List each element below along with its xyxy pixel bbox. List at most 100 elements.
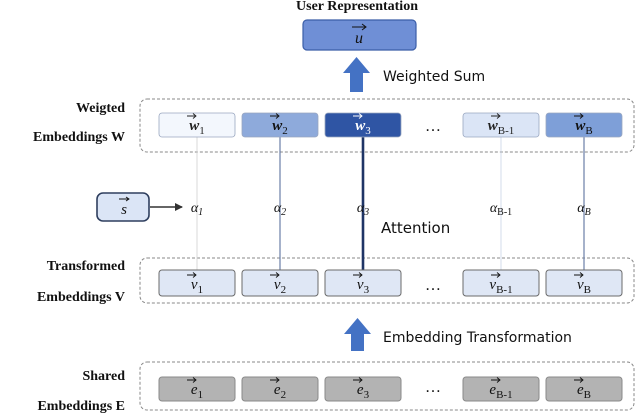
weighted-label-line2: Embeddings W: [33, 130, 125, 145]
v-box-3-label-arrow-accent: [353, 272, 363, 278]
e-box-3-label: e3: [357, 382, 370, 401]
weighted-label-line1: Weigted: [76, 101, 125, 116]
weighted-sum-arrow: [343, 57, 370, 92]
alpha-2-letter: α: [274, 201, 282, 216]
shared-embeddings-container: [139, 361, 635, 411]
attention-connectors: [196, 137, 585, 294]
attention-label: Attention: [381, 219, 450, 237]
e-box-4-label-subscript: B-1: [496, 389, 513, 401]
w-box-2: w2: [241, 112, 319, 138]
e-box-2: e2: [241, 376, 319, 402]
w-box-3: w3: [324, 112, 402, 138]
v-box-5-label-subscript: B: [584, 284, 591, 296]
e-box-4-label: eB-1: [489, 382, 512, 401]
alpha-2-subscript: 2: [281, 207, 286, 218]
transformed-embeddings-container: [139, 257, 635, 304]
w-box-2-label: w2: [272, 118, 288, 137]
w-box-1-label-subscript: 1: [199, 125, 205, 137]
e-box-3-label-subscript: 3: [364, 389, 370, 401]
v-box-4-rect: [462, 269, 540, 297]
w-box-3-rect: [324, 112, 402, 138]
w-box-4-label-subscript: B-1: [498, 125, 515, 137]
v-box-5: vB: [545, 269, 623, 297]
alpha-5: αB: [577, 201, 590, 218]
s-vector-box: [96, 192, 150, 222]
w-box-3-label-subscript: 3: [365, 125, 371, 137]
s-vector-node: s: [96, 192, 150, 222]
w-box-5-rect: [545, 112, 623, 138]
e-box-3-label-letter: e: [357, 382, 364, 398]
alpha-3-subscript: 3: [363, 207, 369, 218]
alpha-1-letter: α: [191, 201, 199, 216]
alpha-1-subscript: 1: [198, 207, 203, 218]
v-box-3-label: v3: [357, 277, 370, 296]
v-box-4: vB-1: [462, 269, 540, 297]
v-box-1-label: v1: [191, 277, 203, 296]
v-row-ellipsis: …: [425, 277, 441, 294]
v-box-2-label: v2: [274, 277, 286, 296]
e-box-2-label-letter: e: [274, 382, 281, 398]
embedding-transformation-arrow: [344, 318, 371, 351]
transformed-label-line1: Transformed: [47, 259, 125, 274]
alpha-5-letter: α: [577, 201, 585, 216]
w-box-5-label-arrow-accent: [574, 113, 584, 119]
v-box-1-label-arrow-accent: [187, 272, 197, 278]
embedding-transformation-label: Embedding Transformation: [383, 330, 572, 346]
w-box-1: w1: [158, 112, 236, 138]
v-box-3: v3: [324, 269, 402, 297]
w-box-1-rect: [158, 112, 236, 138]
alpha-3: α3: [357, 201, 369, 218]
e-box-1-label-letter: e: [191, 382, 198, 398]
v-box-2-label-letter: v: [274, 277, 281, 293]
user-representation-node: u: [302, 19, 417, 51]
alpha-4-subscript: B-1: [497, 207, 512, 218]
w-box-1-label: w1: [189, 118, 205, 137]
v-box-3-rect: [324, 269, 402, 297]
e-box-3: e3: [324, 376, 402, 402]
v-box-1: v1: [158, 269, 236, 297]
e-box-4-label-letter: e: [489, 382, 496, 398]
v-box-2-rect: [241, 269, 319, 297]
vector-arrow-accent: [352, 23, 367, 31]
e-box-3-rect: [324, 376, 402, 402]
e-box-2-rect: [241, 376, 319, 402]
e-box-4-label-arrow-accent: [491, 377, 501, 383]
user-representation-box: [302, 19, 417, 51]
e-box-5-label: eB: [577, 382, 591, 401]
w-box-3-label-letter: w: [355, 118, 366, 134]
v-box-5-label: vB: [577, 277, 591, 296]
v-box-3-label-letter: v: [357, 277, 364, 293]
w-box-4-label-arrow-accent: [491, 113, 501, 119]
e-box-5-rect: [545, 376, 623, 402]
e-box-1-rect: [158, 376, 236, 402]
w-box-1-label-letter: w: [189, 118, 200, 134]
e-box-4: eB-1: [462, 376, 540, 402]
w-box-4: wB-1: [462, 112, 540, 138]
e-box-3-label-arrow-accent: [353, 377, 363, 383]
v-box-4-label-letter: v: [489, 277, 496, 293]
e-box-1-label-arrow-accent: [187, 377, 197, 383]
w-box-5: wB: [545, 112, 623, 138]
w-box-4-label-letter: w: [488, 118, 499, 134]
w-box-2-label-arrow-accent: [270, 113, 280, 119]
v-box-1-rect: [158, 269, 236, 297]
e-box-1: e1: [158, 376, 236, 402]
w-box-2-rect: [241, 112, 319, 138]
e-box-2-label: e2: [274, 382, 286, 401]
alpha-4-letter: α: [490, 201, 498, 216]
user-vector-label: u: [355, 30, 363, 47]
v-box-3-label-subscript: 3: [364, 284, 370, 296]
weighted-sum-label: Weighted Sum: [383, 69, 485, 85]
v-box-4-label-subscript: B-1: [496, 284, 513, 296]
alpha-3-letter: α: [357, 201, 365, 216]
w-box-3-label-arrow-accent: [353, 113, 363, 119]
v-box-5-label-arrow-accent: [574, 272, 584, 278]
v-box-5-label-letter: v: [577, 277, 584, 293]
alpha-4: αB-1: [490, 201, 512, 218]
w-box-5-label-letter: w: [575, 118, 586, 134]
w-box-2-label-subscript: 2: [282, 125, 288, 137]
w-row-ellipsis: …: [425, 118, 441, 135]
